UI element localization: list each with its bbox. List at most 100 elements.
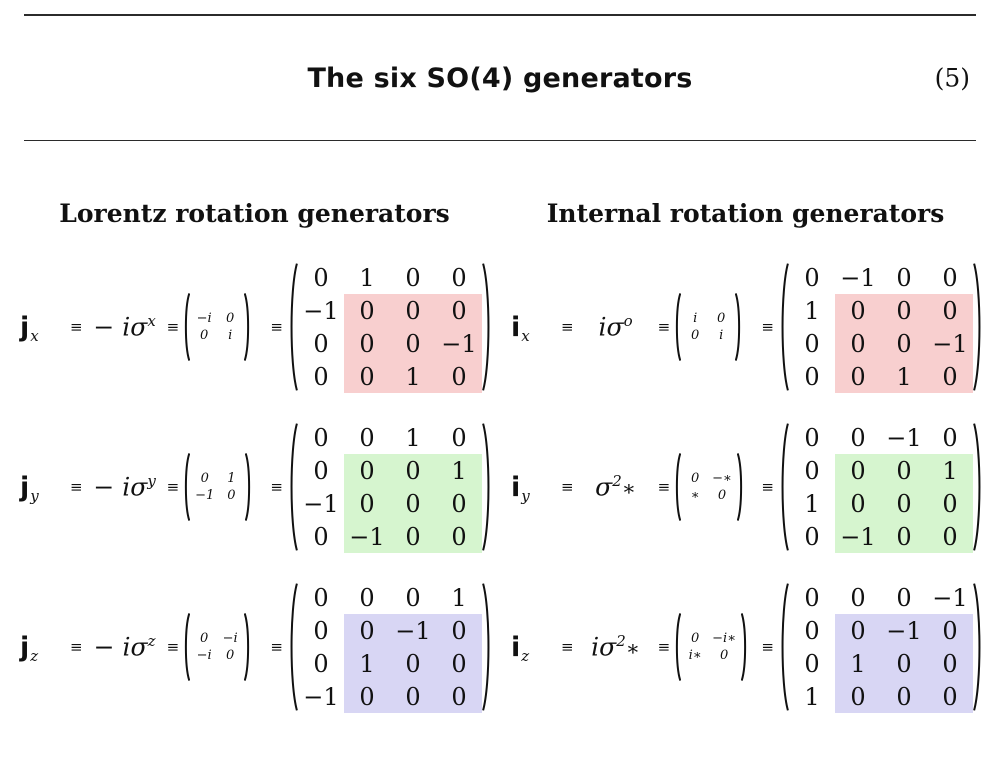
matrix-cell: 0 bbox=[927, 680, 973, 713]
matrix-cell: 0 bbox=[717, 311, 726, 326]
matrix-cell: 0 bbox=[881, 680, 927, 713]
matrix-cell: 0 bbox=[835, 614, 881, 647]
matrix-cell: 1 bbox=[804, 682, 820, 711]
matrix-cell: 0 bbox=[804, 423, 820, 452]
matrix-cell: 0 bbox=[881, 647, 927, 680]
matrix-cell: 0 bbox=[719, 648, 729, 663]
pauli-matrix: 0−i∗i∗0 bbox=[674, 612, 748, 682]
matrix-cell: 0 bbox=[927, 294, 973, 327]
right-paren bbox=[973, 581, 984, 713]
equation-number: (5) bbox=[934, 63, 970, 93]
matrix-cell: 0 bbox=[804, 522, 820, 551]
matrix-cell: 0 bbox=[200, 328, 209, 343]
matrix-cell: 0 bbox=[344, 680, 390, 713]
matrix-cell: 0 bbox=[451, 263, 467, 292]
matrix-cell: i bbox=[693, 311, 698, 326]
expression-superscript: z bbox=[147, 632, 156, 651]
matrix-cell: 0 bbox=[835, 294, 881, 327]
divider-rule bbox=[24, 140, 976, 141]
matrix-cell: 0 bbox=[804, 329, 820, 358]
matrix-cell: 0 bbox=[835, 487, 881, 520]
expression-base: σ bbox=[595, 472, 613, 502]
matrix-cell: −1 bbox=[886, 423, 922, 452]
matrix-cell: 0 bbox=[436, 294, 482, 327]
matrix-cell: 1 bbox=[227, 471, 236, 486]
matrix-cell: 1 bbox=[451, 583, 467, 612]
matrix-cell: 0 bbox=[896, 583, 912, 612]
generator-expression: − iσx bbox=[87, 312, 163, 341]
expression-star: ∗ bbox=[621, 476, 637, 501]
generator-subscript: z bbox=[30, 646, 39, 665]
matrix-cell: 0 bbox=[691, 471, 700, 486]
equiv-sign: ≡ bbox=[270, 478, 283, 496]
matrix-cell: −1 bbox=[303, 489, 339, 518]
left-paren bbox=[287, 261, 298, 393]
matrix-cell: 0 bbox=[850, 423, 866, 452]
expression-base: − iσ bbox=[93, 312, 148, 342]
matrix-cell: 0 bbox=[390, 454, 436, 487]
pauli-matrix-grid: 0−i∗i∗0 bbox=[682, 630, 740, 664]
equiv-sign: ≡ bbox=[270, 318, 283, 336]
equiv-sign: ≡ bbox=[270, 638, 283, 656]
right-paren bbox=[245, 452, 252, 522]
matrix-cell: −1 bbox=[881, 614, 927, 647]
matrix-cell: 0 bbox=[927, 360, 973, 393]
matrix-cell: 1 bbox=[405, 423, 421, 452]
matrix-cell: 0 bbox=[804, 456, 820, 485]
matrix-cell: 0 bbox=[405, 583, 421, 612]
matrix-cell: 0 bbox=[390, 487, 436, 520]
matrix-cell: 0 bbox=[390, 294, 436, 327]
matrix-cell: 0 bbox=[390, 647, 436, 680]
matrix-cell: −∗ bbox=[712, 471, 732, 486]
matrix-cell: 1 bbox=[359, 263, 375, 292]
matrix-cell: −1 bbox=[303, 296, 339, 325]
page-title: The six SO(4) generators bbox=[307, 62, 693, 94]
matrix-cell: −i bbox=[222, 631, 238, 646]
matrix-cell: 0 bbox=[436, 520, 482, 553]
matrix-cell: i bbox=[719, 328, 724, 343]
matrix-cell: 0 bbox=[390, 520, 436, 553]
equiv-sign: ≡ bbox=[761, 318, 774, 336]
left-paren bbox=[183, 292, 190, 362]
matrix-cell: 0 bbox=[344, 294, 390, 327]
matrix-cell: 0 bbox=[436, 680, 482, 713]
matrix-cell: 0 bbox=[691, 631, 700, 646]
matrix-cell: 0 bbox=[405, 263, 421, 292]
matrix-cell: 0 bbox=[881, 294, 927, 327]
right-paren bbox=[737, 452, 744, 522]
matrix-cell: 0 bbox=[927, 487, 973, 520]
generator-letter: i bbox=[511, 471, 521, 503]
matrix-cell: 0 bbox=[881, 487, 927, 520]
matrix-cell: 0 bbox=[344, 454, 390, 487]
generator-subscript: z bbox=[521, 646, 530, 665]
left-paren bbox=[674, 612, 681, 682]
matrix-cell: −1 bbox=[932, 583, 968, 612]
expression-superscript: x bbox=[147, 312, 156, 331]
equiv-sign: ≡ bbox=[166, 318, 180, 336]
right-paren bbox=[244, 292, 251, 362]
matrix-cell: 0 bbox=[313, 329, 329, 358]
matrix-cell: 0 bbox=[835, 454, 881, 487]
matrix-cell: −1 bbox=[303, 682, 339, 711]
left-paren bbox=[183, 452, 190, 522]
equiv-sign: ≡ bbox=[166, 478, 180, 496]
matrix-cell: i∗ bbox=[688, 648, 702, 663]
matrix-cell: 0 bbox=[717, 488, 727, 503]
expression-superscript: 2 bbox=[616, 632, 626, 651]
matrix-cell: 1 bbox=[804, 489, 820, 518]
